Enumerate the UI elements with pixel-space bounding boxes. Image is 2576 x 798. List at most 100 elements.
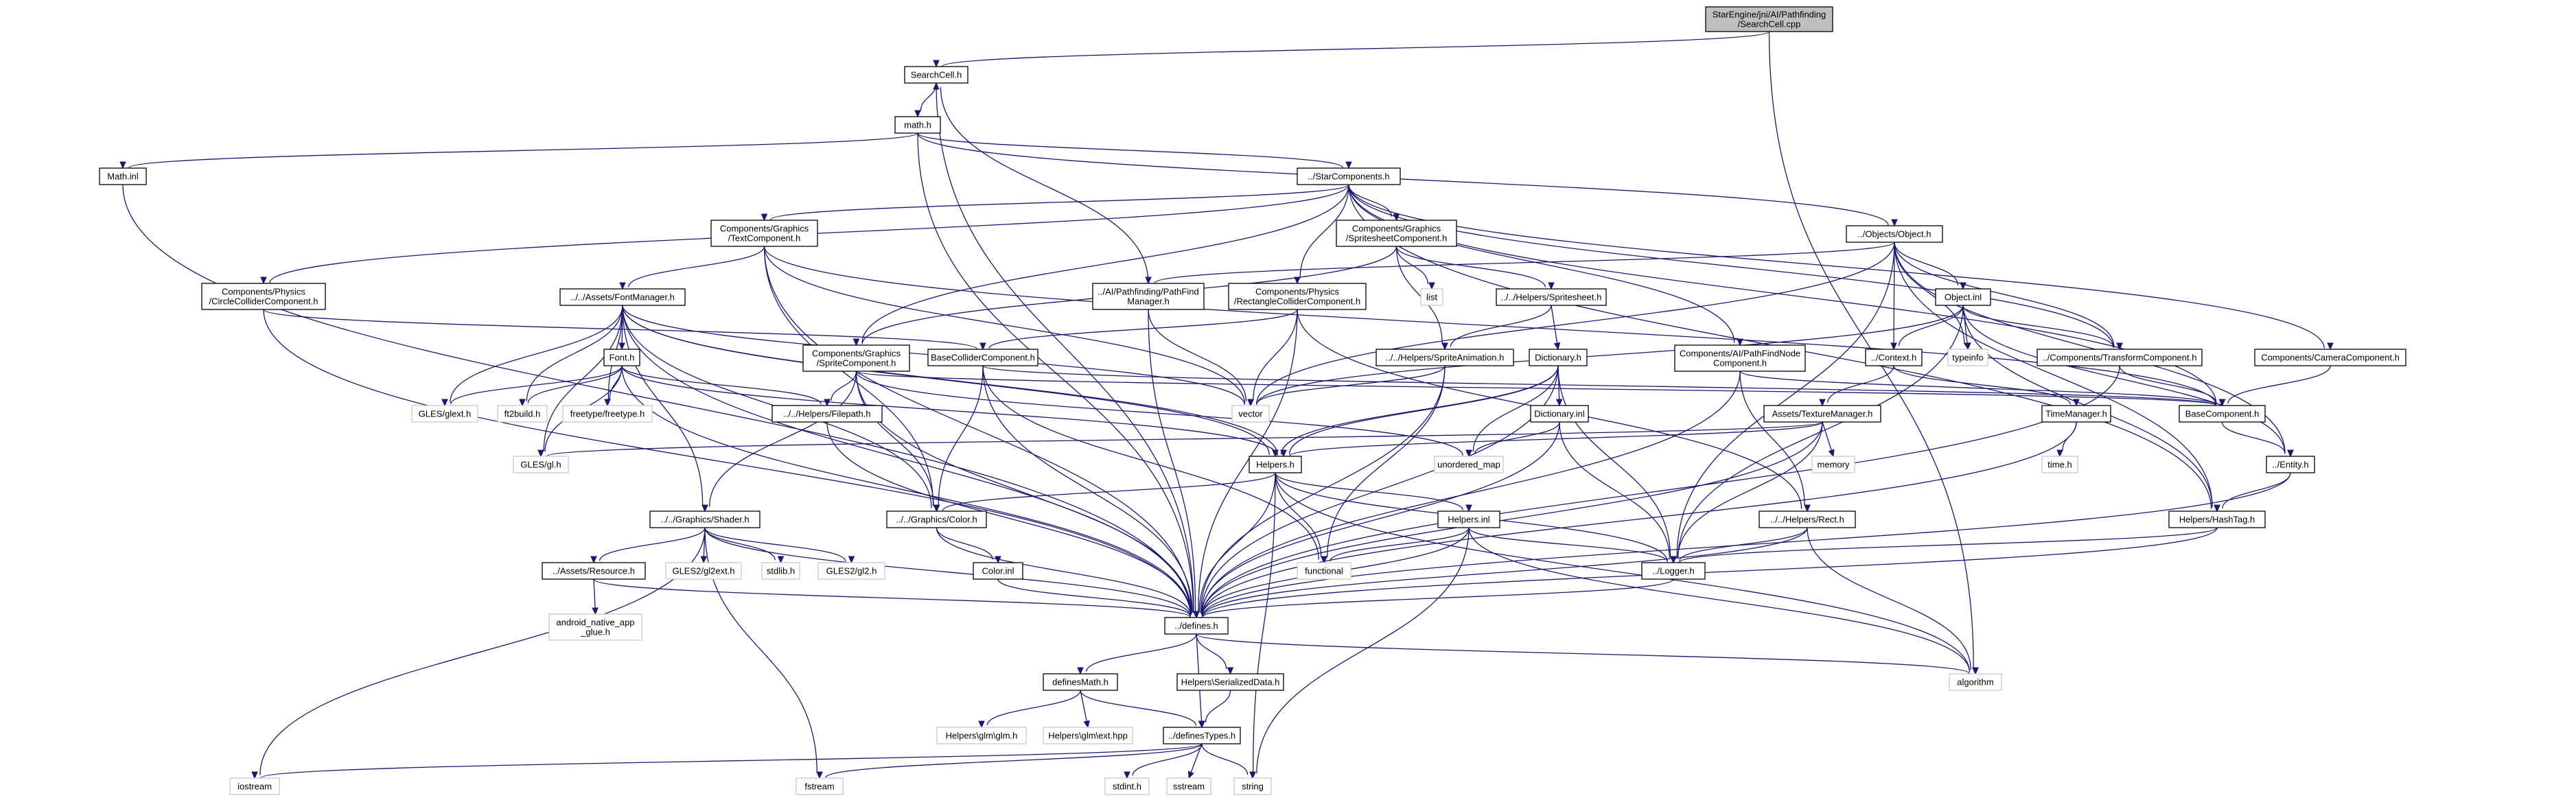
node-iostream[interactable]: iostream	[229, 777, 280, 795]
node-box	[1297, 167, 1401, 185]
node-box	[1865, 349, 1923, 366]
edge-arrowhead	[2218, 399, 2226, 407]
node-hashtag[interactable]: Helpers/HashTag.h	[2168, 511, 2266, 528]
edge-line	[1201, 421, 1823, 616]
node-rectcol[interactable]: Components/Physics/RectangleColliderComp…	[1228, 283, 1367, 310]
node-fontmgr[interactable]: ../../Assets/FontManager.h	[559, 288, 686, 306]
node-texmgr[interactable]: Assets/TextureManager.h	[1763, 405, 1881, 423]
node-logger[interactable]: ../Logger.h	[1641, 562, 1706, 580]
node-spriteanim[interactable]: ../../Helpers/SpriteAnimation.h	[1376, 349, 1514, 366]
node-gl2ext[interactable]: GLES2/gl2ext.h	[665, 562, 742, 580]
edge-line	[1474, 421, 1560, 454]
node-ft2build[interactable]: ft2build.h	[497, 405, 548, 423]
node-algorithm[interactable]: algorithm	[1949, 673, 2002, 691]
edge-dictionary-to-logger	[1557, 365, 1677, 564]
edge-line	[763, 246, 1246, 404]
node-helpersspritesheet[interactable]: ../../Helpers/Spritesheet.h	[1496, 288, 1607, 306]
node-dictionary[interactable]: Dictionary.h	[1529, 349, 1588, 366]
node-memory[interactable]: memory	[1811, 456, 1855, 473]
node-definesmath[interactable]: definesMath.h	[1043, 673, 1118, 691]
node-circlecol[interactable]: Components/Physics/CircleColliderCompone…	[201, 283, 326, 310]
node-label: ../../Helpers/Spritesheet.h	[1501, 292, 1602, 303]
node-glh[interactable]: GLES/gl.h	[513, 456, 569, 473]
node-objecth[interactable]: ../Objects/Object.h	[1846, 225, 1943, 243]
edge-line	[1739, 371, 2217, 406]
node-recth[interactable]: ../../Helpers/Rect.h	[1759, 511, 1856, 528]
node-entity[interactable]: ../Entity.h	[2266, 456, 2315, 473]
node-box	[802, 344, 910, 372]
node-stdlib[interactable]: stdlib.h	[761, 562, 800, 580]
edge-searchcell-to-math	[914, 82, 937, 118]
node-shader[interactable]: ../../Graphics/Shader.h	[649, 511, 761, 528]
node-timeh[interactable]: time.h	[2041, 456, 2078, 473]
node-context[interactable]: ../Context.h	[1865, 349, 1923, 366]
node-sstream[interactable]: sstream	[1166, 777, 1211, 795]
node-timemgr[interactable]: TimeManager.h	[2041, 405, 2111, 423]
node-vector[interactable]: vector	[1231, 405, 1270, 423]
node-android[interactable]: android_native_app_glue.h	[548, 613, 642, 641]
edge-line	[1205, 690, 1231, 723]
node-defines[interactable]: ../defines.h	[1164, 617, 1229, 635]
edge-arrowhead	[1345, 161, 1352, 169]
node-label: StarEngine/jni/AI/Pathfinding	[1713, 10, 1826, 20]
node-list[interactable]: list	[1420, 288, 1443, 306]
node-root[interactable]: StarEngine/jni/AI/Pathfinding/SearchCell…	[1705, 6, 1833, 32]
node-gl2[interactable]: GLES2/gl2.h	[817, 562, 885, 580]
node-mathinl[interactable]: Math.inl	[99, 167, 147, 185]
edge-line	[593, 578, 1191, 618]
node-box	[1811, 456, 1855, 473]
node-basecomp[interactable]: BaseComponent.h	[2179, 405, 2266, 423]
node-fonth[interactable]: Font.h	[603, 349, 640, 366]
edge-arrowhead	[848, 556, 855, 564]
edge-cameracomp-to-basecomp	[2218, 365, 2331, 407]
node-glmext[interactable]: Helpers\glm\ext.hpp	[1043, 727, 1133, 744]
node-colorh[interactable]: ../../Graphics/Color.h	[886, 511, 987, 528]
node-box	[817, 562, 885, 580]
edge-line	[1330, 527, 1470, 562]
node-objectinl[interactable]: Object.inl	[1935, 288, 1991, 306]
node-freetype[interactable]: freetype/freetype.h	[562, 405, 653, 423]
node-transformcomp[interactable]: ../Components/TransformComponent.h	[2037, 349, 2203, 366]
node-cameracomp[interactable]: Components/CameraComponent.h	[2254, 349, 2406, 366]
node-colorinl[interactable]: Color.inl	[973, 562, 1023, 580]
node-string[interactable]: string	[1233, 777, 1272, 795]
node-resource[interactable]: ../Assets/Resource.h	[542, 562, 646, 580]
edge-line	[1348, 184, 2325, 349]
node-label: ft2build.h	[504, 409, 541, 419]
node-functional[interactable]: functional	[1297, 562, 1351, 580]
node-spritesheetcomp[interactable]: Components/Graphics/SpritesheetComponent…	[1336, 220, 1457, 247]
edge-arrowhead	[1321, 556, 1327, 564]
node-searchcell[interactable]: SearchCell.h	[904, 66, 968, 84]
node-dictinl[interactable]: Dictionary.inl	[1530, 405, 1589, 423]
node-label: functional	[1305, 566, 1343, 576]
node-basecol[interactable]: BaseColliderComponent.h	[927, 349, 1038, 366]
edge-dictionary-to-helpersh	[1272, 365, 1559, 458]
node-label: Component.h	[1713, 358, 1767, 368]
node-textcomp[interactable]: Components/Graphics/TextComponent.h	[710, 220, 818, 247]
node-box	[1376, 349, 1514, 366]
node-serialized[interactable]: Helpers\SerializedData.h	[1176, 673, 1284, 691]
node-unordered[interactable]: unordered_map	[1434, 456, 1504, 473]
node-typeinfo[interactable]: typeinfo	[1947, 349, 1988, 366]
node-glmh[interactable]: Helpers\glm\glm.h	[936, 727, 1027, 744]
node-label: /TextComponent.h	[728, 233, 801, 244]
edge-math-to-mathinl	[119, 132, 918, 169]
edge-arrowhead	[260, 277, 267, 285]
node-helpersh[interactable]: Helpers.h	[1249, 456, 1302, 473]
edge-line	[986, 690, 1081, 726]
node-filepath[interactable]: ../../Helpers/Filepath.h	[771, 405, 883, 423]
node-stdint[interactable]: stdint.h	[1104, 777, 1150, 795]
node-starcomp[interactable]: ../StarComponents.h	[1297, 167, 1401, 185]
edge-line	[1196, 633, 1970, 674]
edge-line	[1395, 246, 1428, 285]
node-definestypes[interactable]: ../definesTypes.h	[1163, 727, 1241, 744]
node-label: ../defines.h	[1174, 621, 1218, 631]
node-glext[interactable]: GLES/glext.h	[411, 405, 478, 423]
node-math[interactable]: math.h	[894, 116, 941, 134]
node-spritecomp[interactable]: Components/Graphics/SpriteComponent.h	[802, 344, 910, 372]
node-fstream[interactable]: fstream	[796, 777, 844, 795]
node-box	[886, 511, 987, 528]
node-helpersinl[interactable]: Helpers.inl	[1437, 511, 1500, 528]
